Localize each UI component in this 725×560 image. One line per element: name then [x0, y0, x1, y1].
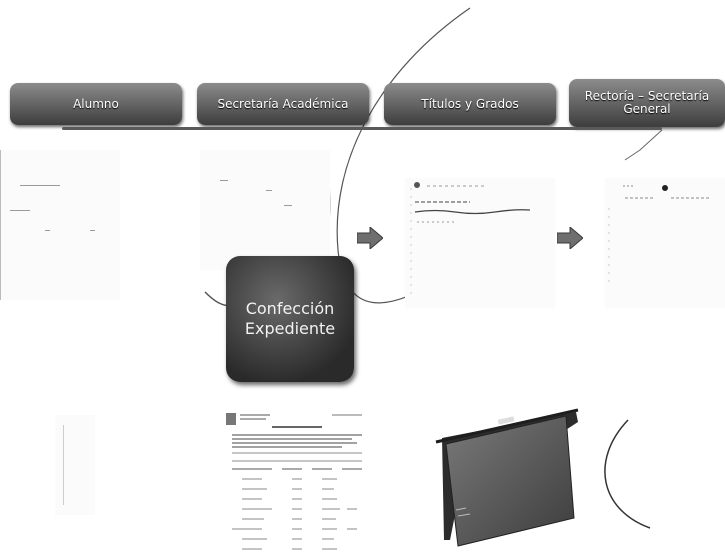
document-thumbnail-rectoria [605, 178, 725, 308]
stage-alumno: Alumno [10, 83, 182, 125]
form-document-scribble [226, 413, 362, 550]
document-text-scribble-2 [608, 185, 711, 288]
stage-alumno-label: Alumno [73, 96, 119, 111]
center-box-line1: Confección [245, 299, 335, 318]
stage-underline [62, 127, 662, 130]
stage-secretaria-academica-label: Secretaría Académica [217, 96, 349, 111]
stage-titulos-y-grados-label: Títulos y Grados [421, 96, 519, 111]
document-text-scribble [410, 182, 531, 298]
center-box-line2: Expediente [244, 319, 336, 338]
stage-secretaria-academica: Secretaría Académica [197, 83, 369, 125]
stage-titulos-y-grados: Títulos y Grados [384, 83, 556, 125]
document-thumbnail-titulos [405, 178, 555, 308]
hanging-folder-icon [435, 408, 579, 547]
stage-rectoria-secretaria-general: Rectoría – Secretaría General [569, 79, 725, 127]
form-document-image [222, 405, 372, 556]
document-thumbnail-bottom-left [55, 415, 95, 515]
document-thumbnail-alumno [0, 150, 120, 300]
stage-rectoria-label: Rectoría – Secretaría General [584, 89, 710, 116]
confeccion-expediente-box: Confección Expediente [226, 256, 354, 382]
flow-arrow-icon [557, 227, 583, 249]
flow-arrow-icon [357, 227, 383, 249]
document-thumbnail-secretaria [200, 150, 330, 270]
